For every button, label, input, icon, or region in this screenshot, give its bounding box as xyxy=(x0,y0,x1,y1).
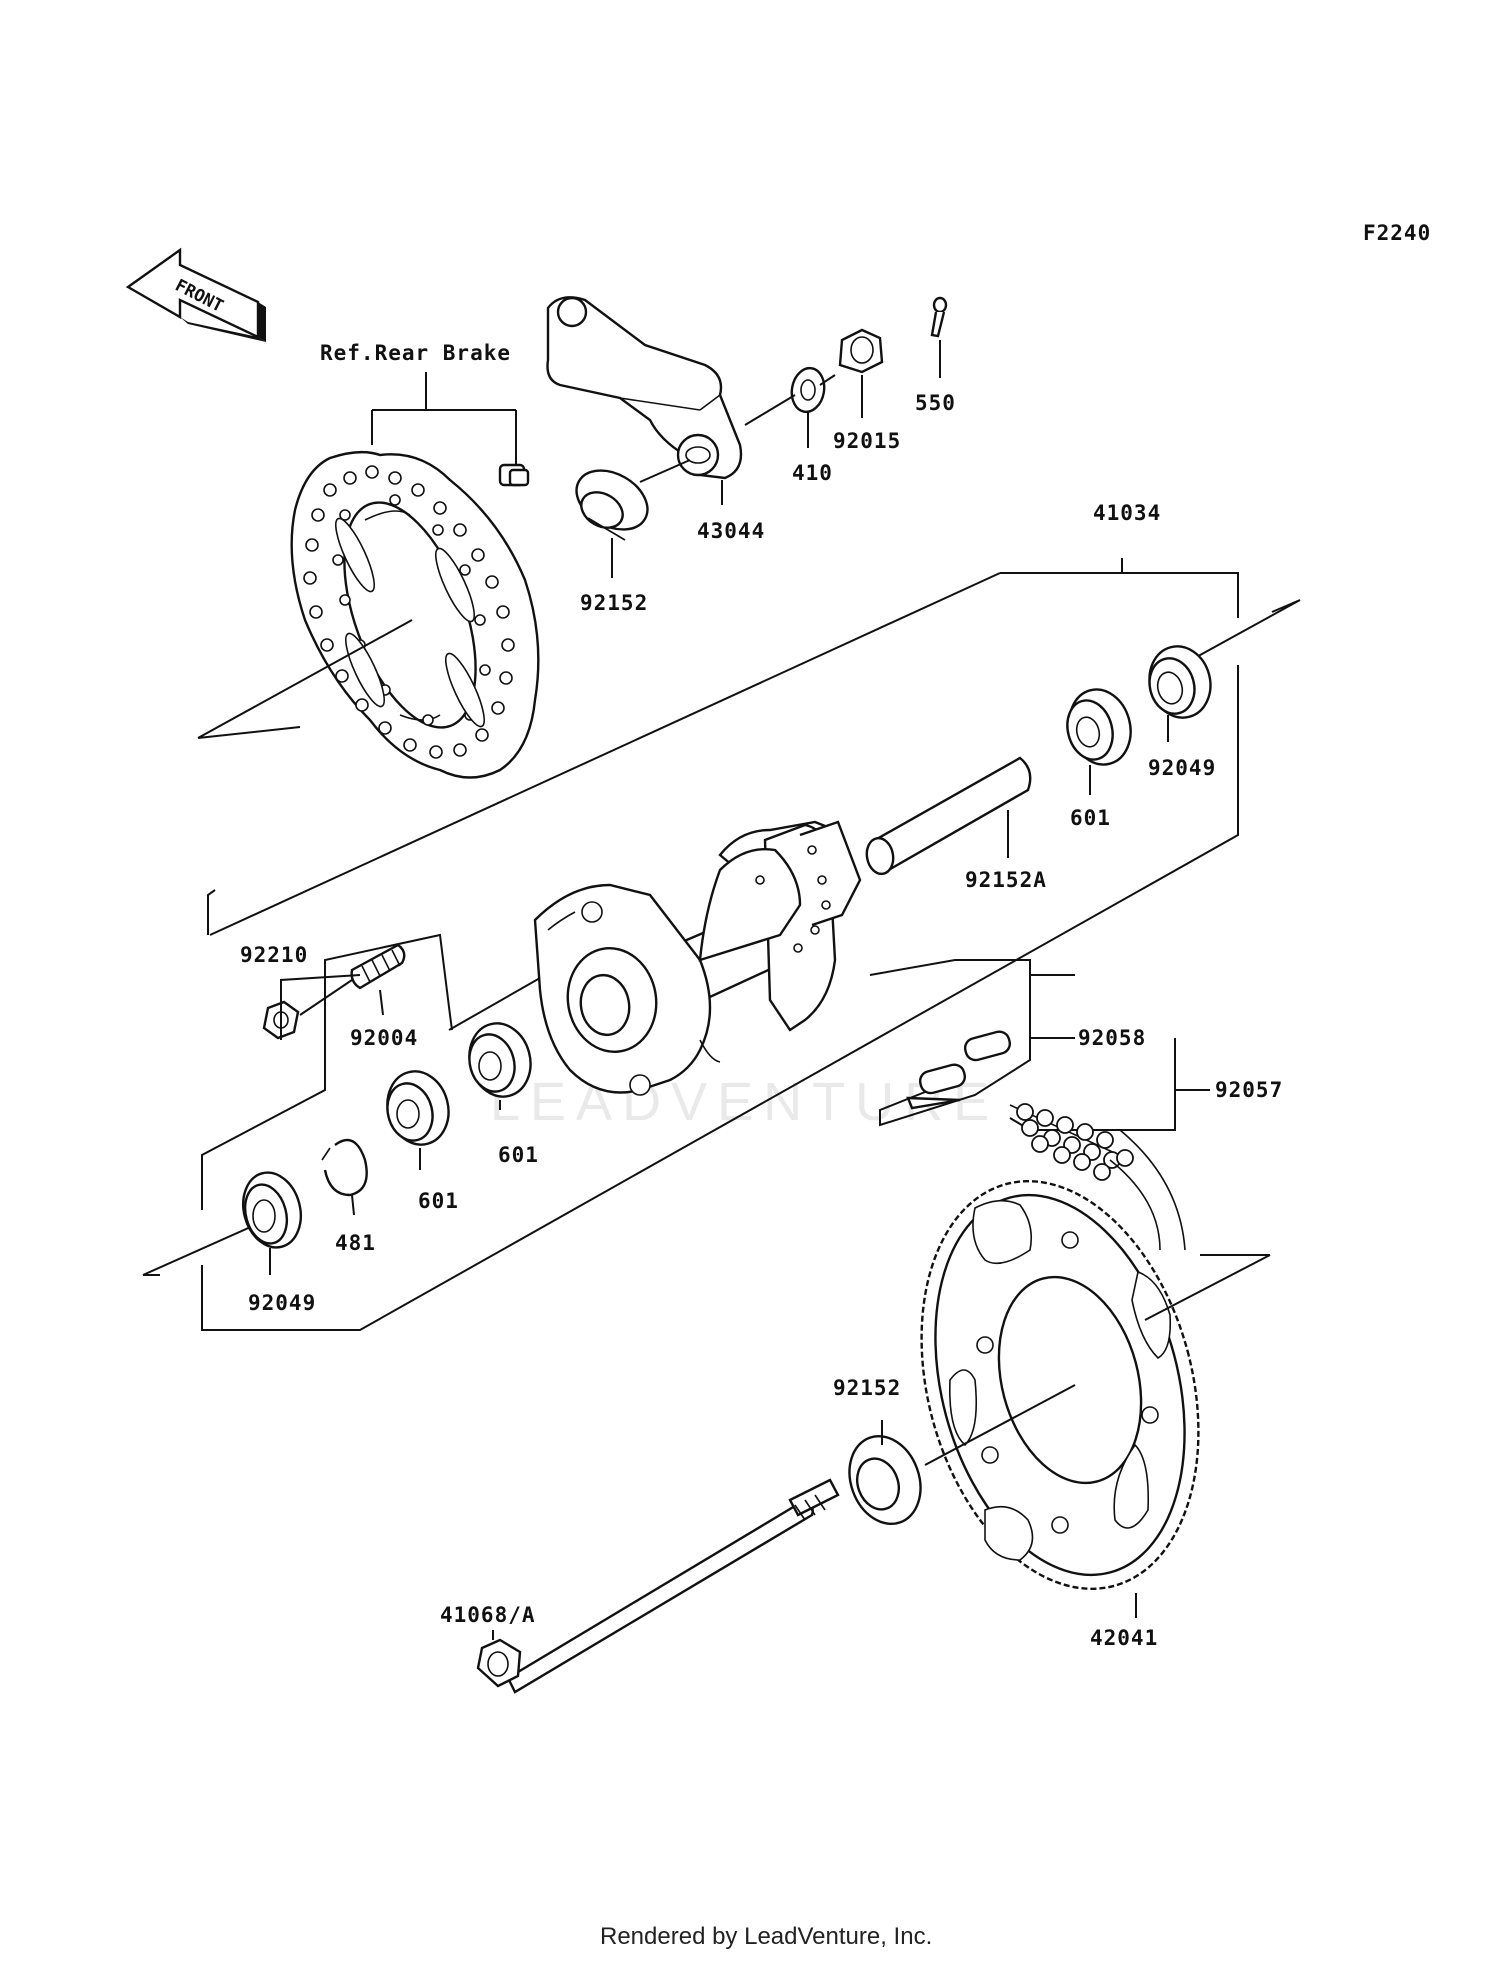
chain-bracket xyxy=(1009,1037,1176,1131)
watermark-text: LEADVENTURE xyxy=(490,1072,999,1132)
diagram-id: F2240 xyxy=(1363,221,1431,245)
label-92058: 92058 xyxy=(1078,1026,1146,1050)
leader-lines xyxy=(269,340,1176,1640)
label-92049-right: 92049 xyxy=(1148,756,1216,780)
washer-410 xyxy=(790,366,826,414)
label-92152A: 92152A xyxy=(965,868,1047,892)
footer-credit: Rendered by LeadVenture, Inc. xyxy=(600,1923,932,1950)
collar-top xyxy=(575,469,649,541)
right-axis-line xyxy=(1181,599,1301,666)
label-41068A: 41068/A xyxy=(440,1603,536,1627)
drive-chain xyxy=(1009,1103,1186,1251)
hub-link-line xyxy=(448,977,541,1031)
chain-joint-box xyxy=(869,959,1031,1127)
nut-92015 xyxy=(838,328,884,374)
disc-bolt xyxy=(498,463,530,487)
label-92057: 92057 xyxy=(1215,1078,1283,1102)
label-601-mid: 601 xyxy=(498,1143,539,1167)
label-601-right: 601 xyxy=(1070,806,1111,830)
bearing-left xyxy=(386,1070,450,1146)
seal-left xyxy=(242,1171,302,1249)
label-92152-top: 92152 xyxy=(580,591,648,615)
rear-sprocket xyxy=(920,1180,1200,1590)
label-92152-bottom: 92152 xyxy=(833,1376,901,1400)
front-arrow-icon: FRONT xyxy=(125,247,266,342)
sprocket-axis-line xyxy=(924,1254,1271,1466)
label-92049-left: 92049 xyxy=(248,1291,316,1315)
bearing-mid xyxy=(468,1022,532,1098)
bearing-right xyxy=(1066,688,1132,766)
left-axis-line xyxy=(142,1224,256,1276)
label-92210: 92210 xyxy=(240,943,308,967)
label-550: 550 xyxy=(915,391,956,415)
circlip-481 xyxy=(321,1138,368,1197)
collar-bottom xyxy=(848,1434,922,1526)
cotter-pin-550 xyxy=(930,296,948,338)
label-42041: 42041 xyxy=(1090,1626,1158,1650)
ref-bracket-line xyxy=(371,372,517,465)
disc-axis-line xyxy=(197,619,413,739)
wheel-hub xyxy=(533,820,862,1096)
rear-axle xyxy=(476,1478,840,1694)
label-410: 410 xyxy=(792,461,833,485)
label-92015: 92015 xyxy=(833,429,901,453)
seal-right xyxy=(1148,645,1212,719)
bracket-link-lines xyxy=(639,374,836,483)
label-92004: 92004 xyxy=(350,1026,418,1050)
stud-92004 xyxy=(350,943,406,990)
ref-rear-brake-label: Ref.Rear Brake xyxy=(320,341,511,365)
label-481: 481 xyxy=(335,1231,376,1255)
brake-disc xyxy=(290,450,540,779)
label-43044: 43044 xyxy=(697,519,765,543)
hub-assembly-bracket xyxy=(201,572,1239,1331)
label-601-left: 601 xyxy=(418,1189,459,1213)
spacer-tube xyxy=(865,756,1032,876)
label-41034: 41034 xyxy=(1093,501,1161,525)
master-link xyxy=(906,1030,1012,1110)
caliper-bracket xyxy=(546,296,743,480)
